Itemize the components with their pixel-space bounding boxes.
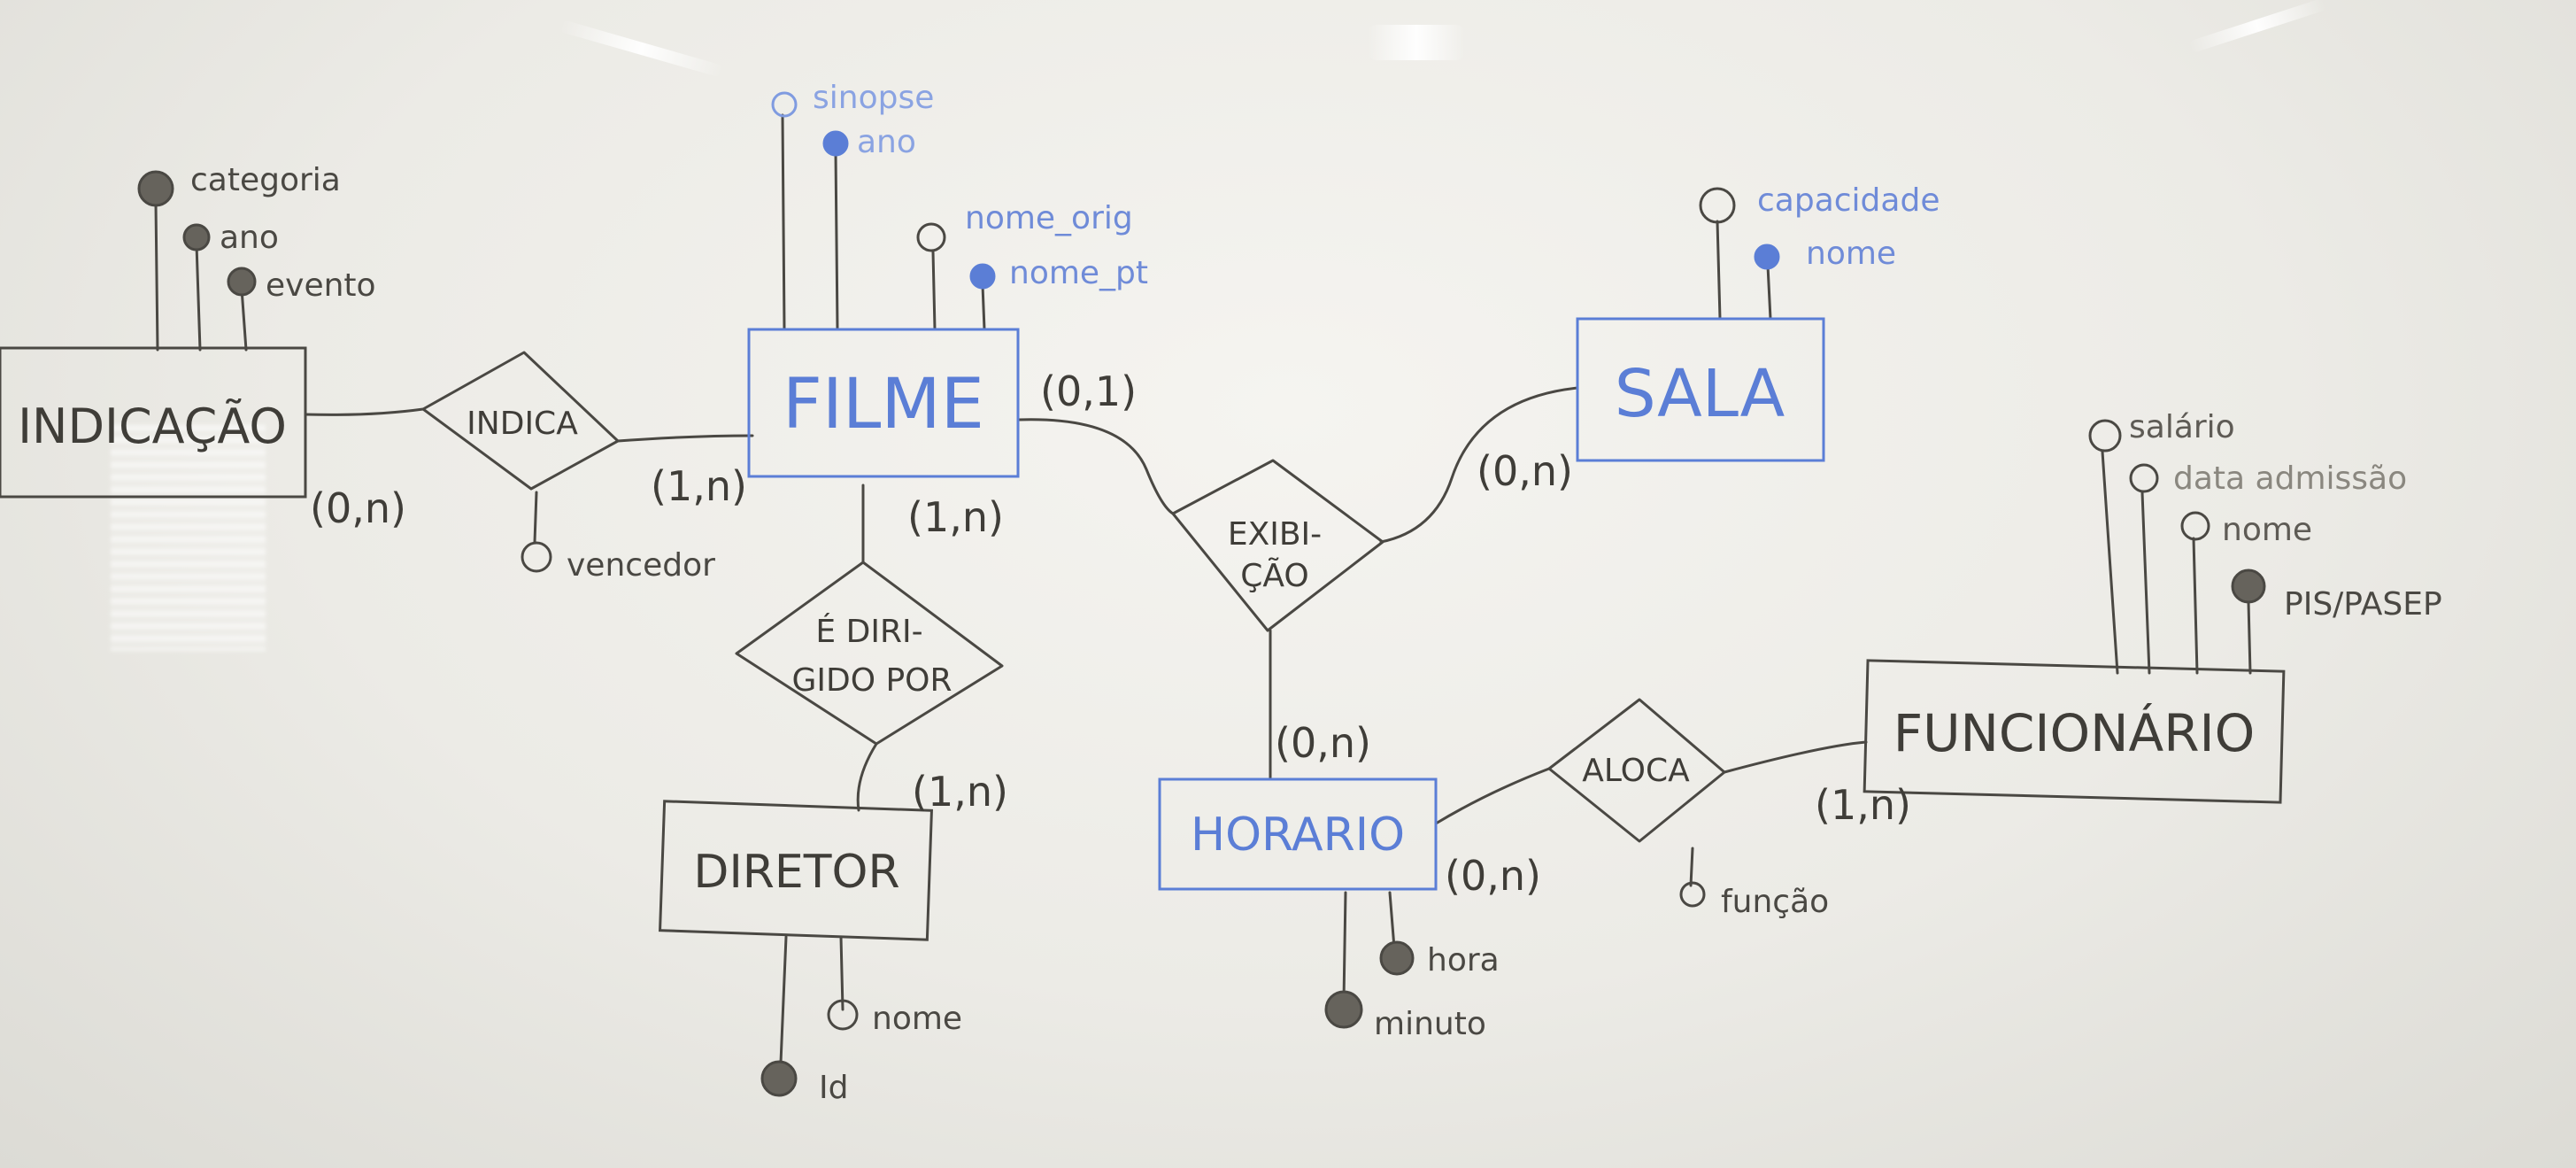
attr-label-indicacao-ano: ano	[220, 220, 279, 256]
attr-label-salario: salário	[2129, 409, 2235, 445]
attr-circle-funcao	[1679, 881, 1706, 908]
stem-funcao	[1689, 847, 1694, 887]
stem-filme-ano	[834, 151, 839, 331]
cardinality-indica-filme: (1,n)	[651, 462, 747, 510]
stem-func-nome	[2192, 537, 2199, 675]
attr-label-diretor-nome: nome	[872, 1001, 962, 1037]
entity-indicacao[interactable]	[0, 346, 307, 499]
attr-label-nome-orig: nome_orig	[965, 200, 1133, 236]
attr-circle-sala-nome	[1754, 244, 1780, 270]
attr-circle-diretor-id	[760, 1060, 798, 1097]
attr-circle-categoria	[137, 170, 174, 207]
stem-evento	[240, 287, 248, 352]
connector-filme-exibicao	[1016, 418, 1175, 515]
attr-circle-data-admissao	[2129, 463, 2159, 493]
stem-sala-nome	[1766, 264, 1772, 321]
attr-label-evento: evento	[266, 267, 376, 304]
attr-circle-vencedor	[521, 541, 552, 573]
entity-label-indicacao: INDICAÇÃO	[18, 398, 287, 454]
entity-horario[interactable]	[1158, 777, 1438, 891]
stem-vencedor	[533, 491, 538, 544]
attr-label-sinopse: sinopse	[813, 80, 934, 116]
window-glare-reflection	[111, 425, 266, 651]
attr-circle-salario	[2088, 419, 2122, 453]
attr-label-hora: hora	[1427, 942, 1500, 978]
attr-circle-nome-pt	[969, 263, 996, 290]
stem-diretor-id	[779, 935, 788, 1064]
attr-circle-minuto	[1324, 990, 1363, 1029]
attr-circle-nome-orig	[916, 222, 946, 252]
relationship-label-exibicao-1: EXIBI-	[1228, 516, 1322, 553]
entity-filme[interactable]	[747, 328, 1020, 478]
attr-label-sala-nome: nome	[1806, 236, 1896, 272]
attr-circle-filme-ano	[822, 130, 849, 157]
attr-label-diretor-id: Id	[819, 1070, 848, 1106]
attr-label-capacidade: capacidade	[1757, 182, 1940, 219]
attr-label-minuto: minuto	[1374, 1006, 1486, 1042]
attr-label-pis: PIS/PASEP	[2284, 586, 2442, 623]
stem-diretor-nome	[839, 935, 845, 1011]
attr-circle-indicacao-ano	[182, 223, 211, 251]
cardinality-exibicao-horario: (0,n)	[1275, 719, 1371, 767]
attr-label-funcao: função	[1721, 884, 1829, 920]
cardinality-indicacao-indica: (0,n)	[310, 484, 406, 532]
attr-label-categoria: categoria	[190, 162, 341, 198]
relationship-label-dirigido-2: GIDO POR	[791, 662, 952, 699]
entity-label-horario: HORARIO	[1191, 808, 1405, 862]
attr-circle-diretor-nome	[827, 999, 859, 1031]
attr-label-filme-ano: ano	[857, 124, 916, 160]
stem-hora	[1388, 891, 1396, 949]
relationship-label-indica: INDICA	[467, 406, 578, 442]
cardinality-filme-dirigido: (1,n)	[907, 493, 1004, 541]
relationship-label-dirigido-1: É DIRI-	[815, 613, 922, 650]
connector-dirigido-diretor	[856, 742, 878, 812]
entity-funcionario[interactable]	[1863, 659, 2286, 804]
cardinality-filme-exibicao: (0,1)	[1040, 367, 1137, 415]
entity-label-filme: FILME	[783, 365, 984, 445]
stem-nome-orig	[931, 250, 937, 331]
attr-circle-capacidade	[1699, 187, 1736, 224]
attr-label-func-nome: nome	[2222, 512, 2312, 548]
connector-horario-aloca	[1434, 767, 1551, 825]
connector-aloca-funcionario	[1723, 740, 1868, 774]
attr-circle-pis	[2231, 569, 2266, 604]
attr-label-vencedor: vencedor	[567, 547, 715, 584]
stem-salario	[2101, 450, 2119, 675]
cardinality-exibicao-sala: (0,n)	[1477, 447, 1573, 495]
attr-circle-sinopse	[771, 91, 798, 118]
stem-nome-pt	[981, 283, 986, 331]
relationship-indica[interactable]	[421, 351, 620, 491]
stem-capacidade	[1716, 220, 1722, 321]
stem-pis	[2247, 600, 2252, 675]
connector-indicacao-indica	[304, 407, 425, 416]
relationship-exibicao[interactable]	[1171, 459, 1384, 632]
ceiling-light-reflection	[1368, 25, 1465, 60]
entity-label-diretor: DIRETOR	[693, 846, 899, 899]
attr-circle-func-nome	[2180, 511, 2210, 541]
attr-label-data-admissao: data admissão	[2173, 460, 2407, 497]
cardinality-horario-aloca: (0,n)	[1445, 852, 1541, 900]
stem-categoria	[154, 202, 159, 352]
attr-label-nome-pt: nome_pt	[1009, 255, 1148, 291]
stem-sinopse	[781, 113, 786, 331]
relationship-label-aloca: ALOCA	[1582, 753, 1690, 789]
relationship-aloca[interactable]	[1547, 698, 1726, 843]
relationship-label-exibicao-2: ÇÃO	[1240, 557, 1308, 594]
attr-circle-evento	[227, 267, 257, 297]
stem-data-admissao	[2140, 491, 2151, 675]
entity-sala[interactable]	[1576, 317, 1825, 462]
relationship-dirigido[interactable]	[735, 561, 1004, 746]
stem-minuto	[1342, 891, 1347, 1002]
cardinality-aloca-funcionario: (1,n)	[1815, 781, 1911, 829]
entity-label-funcionario: FUNCIONÁRIO	[1893, 702, 2256, 763]
entity-diretor[interactable]	[658, 800, 934, 941]
connector-indica-filme	[616, 434, 754, 443]
stem-indicacao-ano	[195, 243, 202, 352]
entity-label-sala: SALA	[1615, 356, 1785, 432]
attr-circle-hora	[1379, 940, 1415, 976]
connector-exibicao-sala	[1379, 386, 1579, 544]
cardinality-dirigido-diretor: (1,n)	[912, 768, 1008, 816]
